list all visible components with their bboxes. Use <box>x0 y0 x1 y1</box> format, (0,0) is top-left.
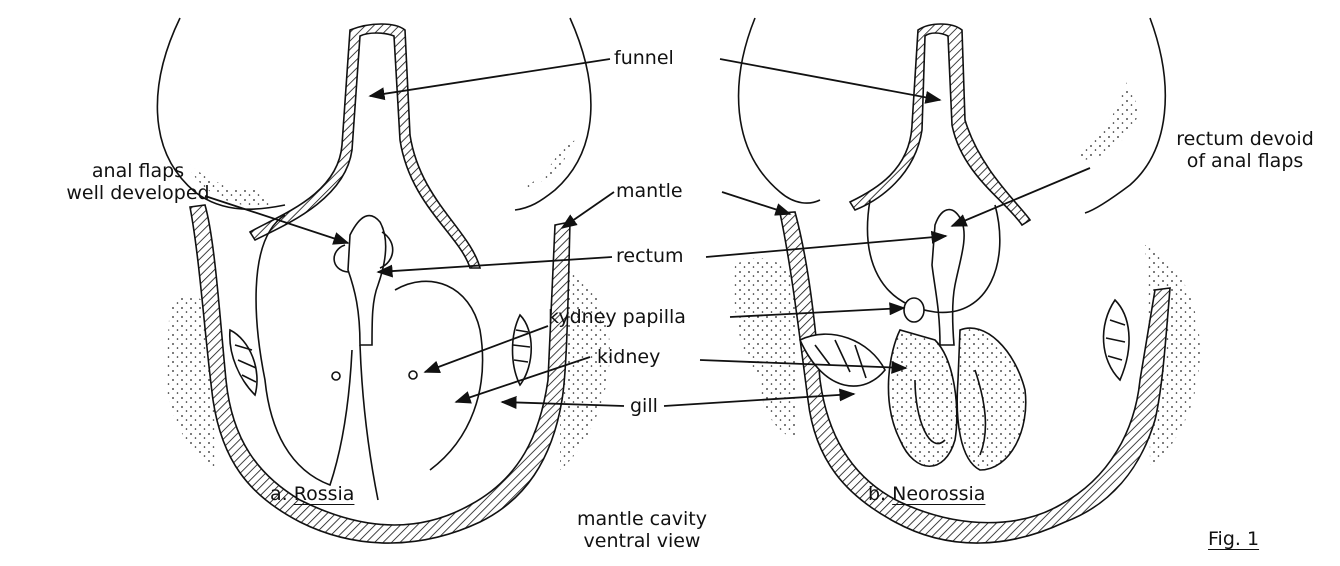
kidney-papilla-left <box>332 372 340 380</box>
caption-a-name: Rossia <box>294 483 355 505</box>
funnel-wall <box>850 24 1030 225</box>
caption-b-name: Neorossia <box>892 483 985 505</box>
kidney-label: kidney <box>597 346 660 368</box>
anal-flaps-label-line2: well developed <box>38 182 238 204</box>
rectum-devoid-label: rectum devoid of anal flaps <box>1160 128 1330 172</box>
rectum-devoid-label-line2: of anal flaps <box>1160 150 1330 172</box>
anal-flap <box>334 245 348 272</box>
caption-b-prefix: b. <box>868 483 886 505</box>
center-caption-line2: ventral view <box>542 530 742 552</box>
neorossia-drawing <box>734 18 1200 543</box>
funnel-pointer-right <box>720 59 940 100</box>
gill-right <box>513 315 532 385</box>
funnel-wall <box>250 24 480 268</box>
anal-flaps-label: anal flaps well developed <box>38 160 238 204</box>
mantle-label: mantle <box>616 180 683 202</box>
rectum-devoid-label-line1: rectum devoid <box>1160 128 1330 150</box>
left-head-lobe <box>739 18 820 203</box>
stipple-area <box>734 258 795 440</box>
gland-left <box>256 215 352 485</box>
center-caption-line1: mantle cavity <box>542 508 742 530</box>
kidney-papilla-right <box>409 371 417 379</box>
mantle-pointer-left <box>562 192 614 228</box>
rectum <box>932 210 964 345</box>
gill-label: gill <box>630 395 658 417</box>
caption-b: b. Neorossia <box>868 483 985 505</box>
rectum-pointer-right <box>706 236 946 257</box>
stipple-area <box>1080 80 1140 160</box>
rossia-drawing <box>157 18 610 543</box>
anal-flaps-label-line1: anal flaps <box>38 160 238 182</box>
inner-sac <box>868 200 1000 312</box>
stipple-area <box>520 140 575 190</box>
right-head-lobe <box>515 18 591 210</box>
rectum <box>348 216 386 345</box>
rectum-pointer-left <box>378 257 612 272</box>
figure-number: Fig. 1 <box>1208 528 1259 550</box>
rectum-label: rectum <box>616 245 684 267</box>
kidney-papilla <box>904 298 924 322</box>
kidney-papilla-label: kydney papilla <box>548 306 686 328</box>
mantle-pointer-right <box>722 192 790 214</box>
gill-pointer-right <box>664 394 854 406</box>
caption-a-prefix: a. <box>270 483 288 505</box>
funnel-label: funnel <box>614 47 674 69</box>
center-caption: mantle cavity ventral view <box>542 508 742 552</box>
gland-right <box>395 281 483 470</box>
septum <box>360 345 378 500</box>
kidney-right <box>957 328 1026 470</box>
kidney-left <box>888 330 956 466</box>
caption-a: a. Rossia <box>270 483 354 505</box>
